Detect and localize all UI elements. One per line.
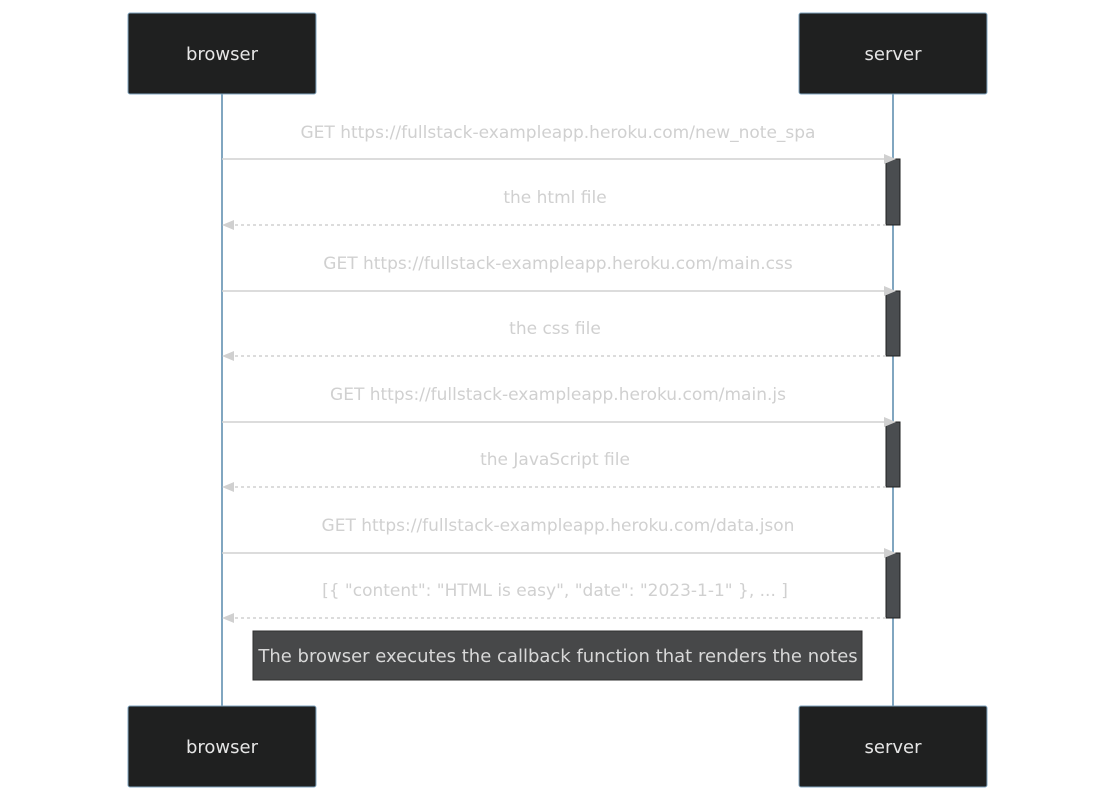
arrow-right-icon (884, 548, 896, 558)
arrow-left-icon (222, 482, 234, 492)
arrow-left-icon (222, 351, 234, 361)
message-label: the JavaScript file (480, 450, 630, 470)
actor-browser-bottom: browser (127, 705, 317, 788)
message-label: GET https://fullstack-exampleapp.heroku.… (323, 254, 793, 274)
note-text: The browser executes the callback functi… (257, 646, 857, 667)
arrow-right-icon (884, 286, 896, 296)
message-label: GET https://fullstack-exampleapp.heroku.… (322, 516, 795, 536)
note-box (252, 630, 863, 681)
actor-browser-bottom-label: browser (186, 737, 259, 758)
message-label: GET https://fullstack-exampleapp.heroku.… (301, 123, 816, 143)
arrow-right-icon (884, 417, 896, 427)
message-label: the css file (509, 319, 601, 339)
message-label: GET https://fullstack-exampleapp.heroku.… (330, 385, 786, 405)
actor-server-top: server (798, 12, 988, 95)
actor-server-bottom: server (798, 705, 988, 788)
message-request-main-js: GET https://fullstack-exampleapp.heroku.… (222, 385, 896, 427)
message-response-css: the css file (222, 319, 886, 361)
activation-bar (885, 421, 901, 488)
actor-browser-top: browser (127, 12, 317, 95)
message-response-html: the html file (222, 188, 886, 230)
actor-browser-top-label: browser (186, 44, 259, 65)
message-request-main-css: GET https://fullstack-exampleapp.heroku.… (222, 254, 896, 296)
message-response-json: [{ "content": "HTML is easy", "date": "2… (222, 581, 886, 623)
arrow-left-icon (222, 220, 234, 230)
message-request-new-note-spa: GET https://fullstack-exampleapp.heroku.… (222, 123, 896, 164)
note: The browser executes the callback functi… (252, 630, 863, 681)
message-request-data-json: GET https://fullstack-exampleapp.heroku.… (222, 516, 896, 558)
activation-bar (885, 290, 901, 357)
message-label: [{ "content": "HTML is easy", "date": "2… (322, 581, 788, 601)
activation-bar (885, 552, 901, 619)
message-label: the html file (503, 188, 606, 208)
message-response-javascript: the JavaScript file (222, 450, 886, 492)
actor-server-bottom-label: server (865, 737, 923, 758)
arrow-right-icon (884, 154, 896, 164)
arrow-left-icon (222, 613, 234, 623)
activation-bar (885, 158, 901, 226)
actor-server-top-label: server (865, 44, 923, 65)
